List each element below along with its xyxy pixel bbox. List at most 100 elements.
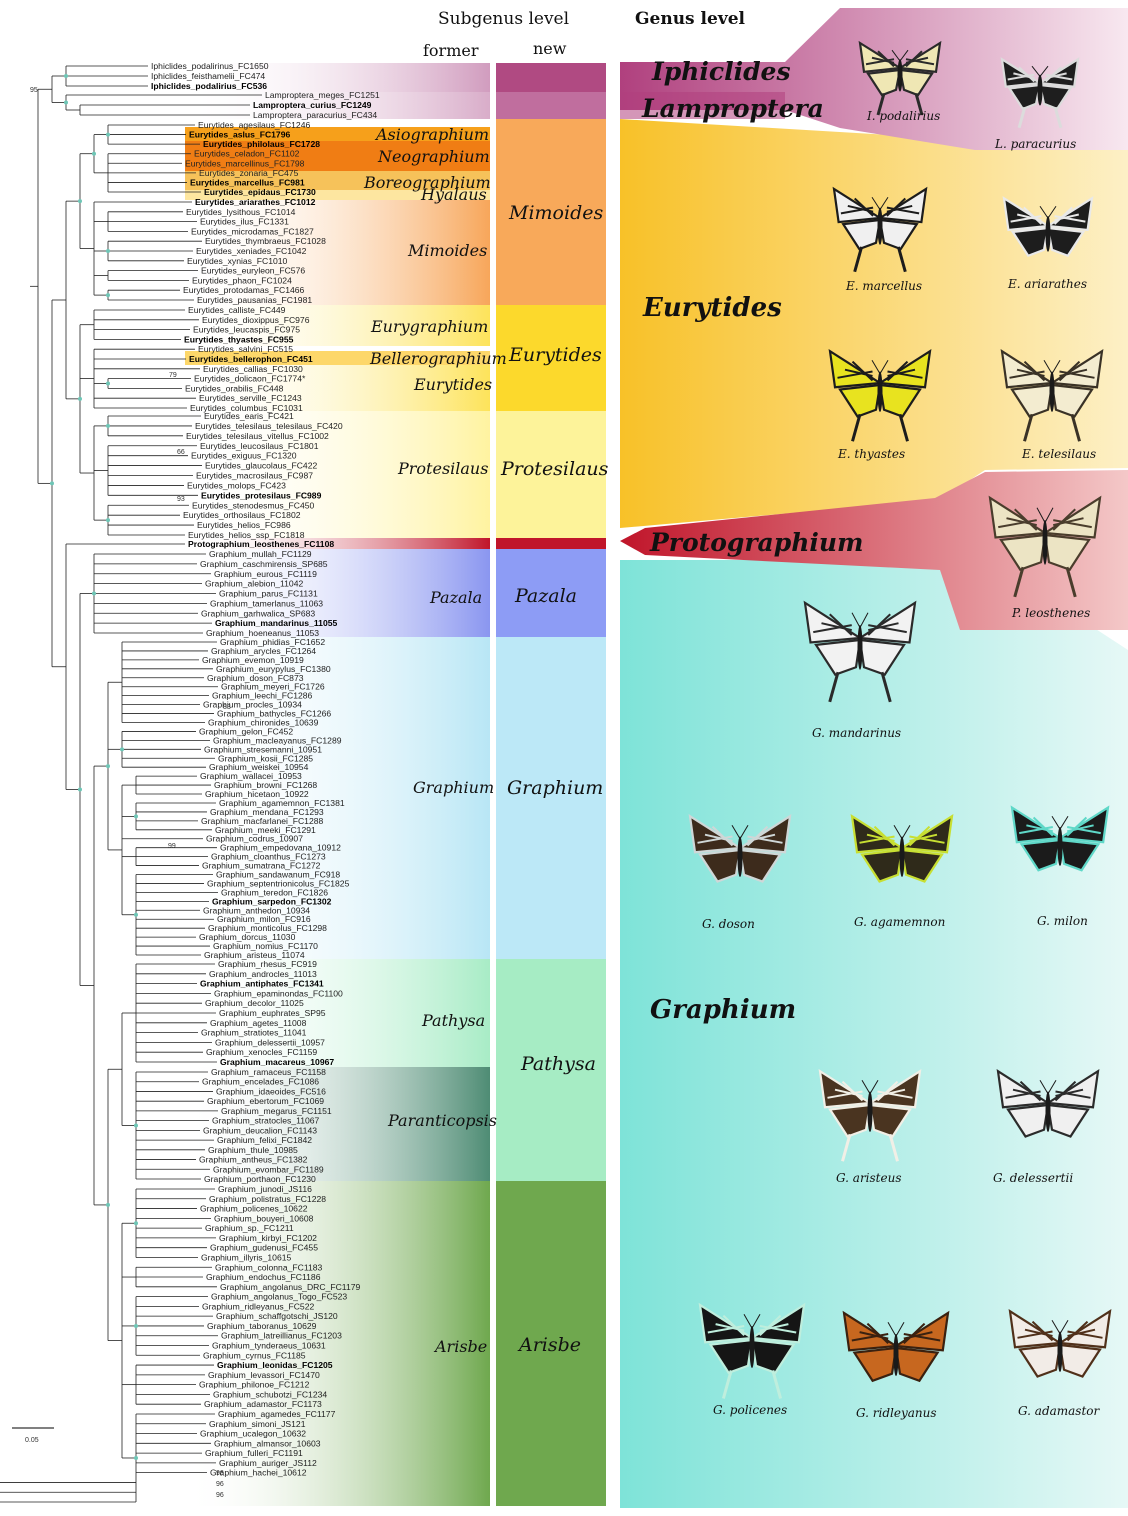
tip-label: Eurytides_orthosilaus_FC1802 bbox=[183, 510, 301, 520]
tip-label: Graphium_idaeoides_FC516 bbox=[216, 1086, 326, 1096]
node-marker bbox=[106, 293, 110, 297]
node-marker bbox=[92, 152, 96, 156]
tip-label: Eurytides_leucosilaus_FC1801 bbox=[200, 441, 319, 451]
former-label-mimoides: Mimoides bbox=[407, 241, 487, 260]
tip-label: Graphium_porthaon_FC1230 bbox=[204, 1174, 316, 1184]
node-marker bbox=[106, 1203, 110, 1207]
tip-label: Eurytides_protodamas_FC1466 bbox=[183, 285, 305, 295]
tip-label: Eurytides_marcellinus_FC1798 bbox=[185, 158, 305, 168]
tip-label: Eurytides_agesilaus_FC1246 bbox=[198, 120, 310, 130]
tip-label: Eurytides_thyastes_FC955 bbox=[184, 334, 294, 344]
tip-label: Graphium_agetes_11008 bbox=[210, 1018, 307, 1028]
node-marker bbox=[134, 913, 138, 917]
tip-label: Graphium_rhesus_FC919 bbox=[218, 959, 317, 969]
tip-label: Eurytides_lysithous_FC1014 bbox=[186, 207, 296, 217]
tip-label: Graphium_kirbyi_FC1202 bbox=[219, 1233, 317, 1243]
tip-label: Graphium_megarus_FC1151 bbox=[221, 1106, 332, 1116]
tip-label: Graphium_caschmirensis_SP685 bbox=[200, 559, 328, 569]
node-marker bbox=[78, 788, 82, 792]
new-label-protesilaus: Protesilaus bbox=[500, 458, 609, 480]
caption-e-marcellus: E. marcellus bbox=[845, 279, 922, 293]
tip-label: Eurytides_earis_FC421 bbox=[204, 411, 294, 421]
caption-g-milon: G. milon bbox=[1037, 914, 1088, 928]
tip-label: Eurytides_telesilaus_vitellus_FC1002 bbox=[186, 431, 329, 441]
tip-label: Graphium_decolor_11025 bbox=[205, 998, 304, 1008]
node-marker bbox=[64, 74, 68, 78]
header-new: new bbox=[533, 39, 567, 58]
tip-label: Graphium_ridleyanus_FC522 bbox=[202, 1301, 314, 1311]
former-label-pazala: Pazala bbox=[429, 588, 482, 607]
tip-label: Graphium_cyrnus_FC1185 bbox=[203, 1350, 306, 1360]
caption-g-doson: G. doson bbox=[702, 917, 755, 931]
tip-label: Graphium_hachei_10612 bbox=[210, 1468, 307, 1478]
tip-label: Graphium_euphrates_SP95 bbox=[219, 1008, 326, 1018]
tip-label: Graphium_endochus_FC1186 bbox=[206, 1272, 321, 1282]
tip-label: Graphium_macareus_10967 bbox=[220, 1057, 334, 1067]
tip-label: Eurytides_xynias_FC1010 bbox=[187, 256, 288, 266]
tip-label: Graphium_junodi_JS116 bbox=[218, 1184, 312, 1194]
tip-label: Eurytides_celadon_FC1102 bbox=[194, 149, 300, 159]
new-label-pazala: Pazala bbox=[514, 585, 577, 607]
bootstrap-value: 99 bbox=[168, 843, 176, 850]
tip-label: Graphium_gudenusi_FC455 bbox=[210, 1243, 318, 1253]
tip-label: Eurytides_microdamas_FC1827 bbox=[191, 226, 314, 236]
tip-label: Graphium_antiphates_FC1341 bbox=[200, 979, 324, 989]
node-marker bbox=[120, 747, 124, 751]
node-marker bbox=[106, 424, 110, 428]
genus-label-protographium: Protographium bbox=[649, 528, 864, 557]
tip-label: Eurytides_dolicaon_FC1774* bbox=[194, 374, 306, 384]
tip-label: Eurytides_exiguus_FC1320 bbox=[191, 451, 297, 461]
new-label-graphium: Graphium bbox=[507, 777, 603, 799]
bootstrap-value: 83 bbox=[223, 704, 231, 711]
node-marker bbox=[78, 199, 82, 203]
tip-label: Eurytides_calliste_FC449 bbox=[188, 305, 286, 315]
tip-label: Eurytides_philolaus_FC1728 bbox=[203, 139, 320, 149]
new-label-arisbe: Arisbe bbox=[517, 1334, 581, 1356]
tip-label: Graphium_ebertorum_FC1069 bbox=[207, 1096, 324, 1106]
tip-label: Graphium_deucalion_FC1143 bbox=[203, 1125, 317, 1135]
new-label-mimoides: Mimoides bbox=[508, 202, 603, 224]
tip-label: Eurytides_serville_FC1243 bbox=[199, 393, 302, 403]
tip-label: Graphium_felixi_FC1842 bbox=[217, 1135, 312, 1145]
tip-label: Eurytides_ilus_FC1331 bbox=[200, 217, 289, 227]
tip-label: Graphium_xenocles_FC1159 bbox=[206, 1047, 317, 1057]
tip-label: Iphiclides_feisthamelii_FC474 bbox=[151, 71, 265, 81]
former-label-bellerographium: Bellerographium bbox=[369, 349, 507, 368]
tip-label: Graphium_ramaceus_FC1158 bbox=[211, 1067, 326, 1077]
former-label-protesilaus: Protesilaus bbox=[397, 459, 488, 478]
new-label-pathysa: Pathysa bbox=[520, 1053, 596, 1075]
tip-label: Eurytides_helios_FC986 bbox=[197, 520, 291, 530]
caption-g-agamemnon: G. agamemnon bbox=[854, 915, 945, 929]
tip-label: Graphium_encelades_FC1086 bbox=[202, 1077, 319, 1087]
node-marker bbox=[106, 764, 110, 768]
tip-label: Graphium_stratocles_11067 bbox=[212, 1116, 320, 1126]
tip-label: Graphium_angolanus_Togo_FC523 bbox=[211, 1292, 347, 1302]
node-marker bbox=[134, 1124, 138, 1128]
tip-label: Lamproptera_meges_FC1251 bbox=[265, 90, 380, 100]
tip-label: Graphium_parus_FC1131 bbox=[219, 589, 318, 599]
tip-label: Eurytides_bellerophon_FC451 bbox=[189, 354, 313, 364]
tip-label: Eurytides_epidaus_FC1730 bbox=[204, 187, 316, 197]
tip-label: Eurytides_molops_FC423 bbox=[187, 480, 286, 490]
tip-label: Eurytides_ariarathes_FC1012 bbox=[195, 197, 316, 207]
tip-label: Eurytides_xeniades_FC1042 bbox=[196, 246, 307, 256]
former-label-graphium: Graphium bbox=[413, 778, 494, 797]
node-marker bbox=[106, 382, 110, 386]
tip-label: Graphium_leonidas_FC1205 bbox=[217, 1360, 333, 1370]
tip-label: Eurytides_phaon_FC1024 bbox=[192, 275, 292, 285]
tip-label: Eurytides_pausanias_FC1981 bbox=[197, 295, 312, 305]
tip-label: Eurytides_macrosilaus_FC987 bbox=[196, 471, 313, 481]
former-label-asiographium: Asiographium bbox=[374, 125, 489, 144]
tip-label: Lamproptera_paracurius_FC434 bbox=[253, 110, 377, 120]
panel-eurytides bbox=[620, 119, 1128, 528]
caption-g-delessertii: G. delessertii bbox=[993, 1171, 1073, 1185]
tip-label: Graphium_alebion_11042 bbox=[205, 579, 303, 589]
scale-bar-label: 0.05 bbox=[25, 1437, 39, 1444]
former-label-eurytides: Eurytides bbox=[413, 375, 492, 394]
tip-label: Eurytides_orabilis_FC448 bbox=[185, 383, 284, 393]
tip-label: Lamproptera_curius_FC1249 bbox=[253, 100, 372, 110]
bootstrap-value: 96 bbox=[216, 1470, 224, 1477]
caption-e-telesilaus: E. telesilaus bbox=[1021, 447, 1096, 461]
node-marker bbox=[134, 814, 138, 818]
